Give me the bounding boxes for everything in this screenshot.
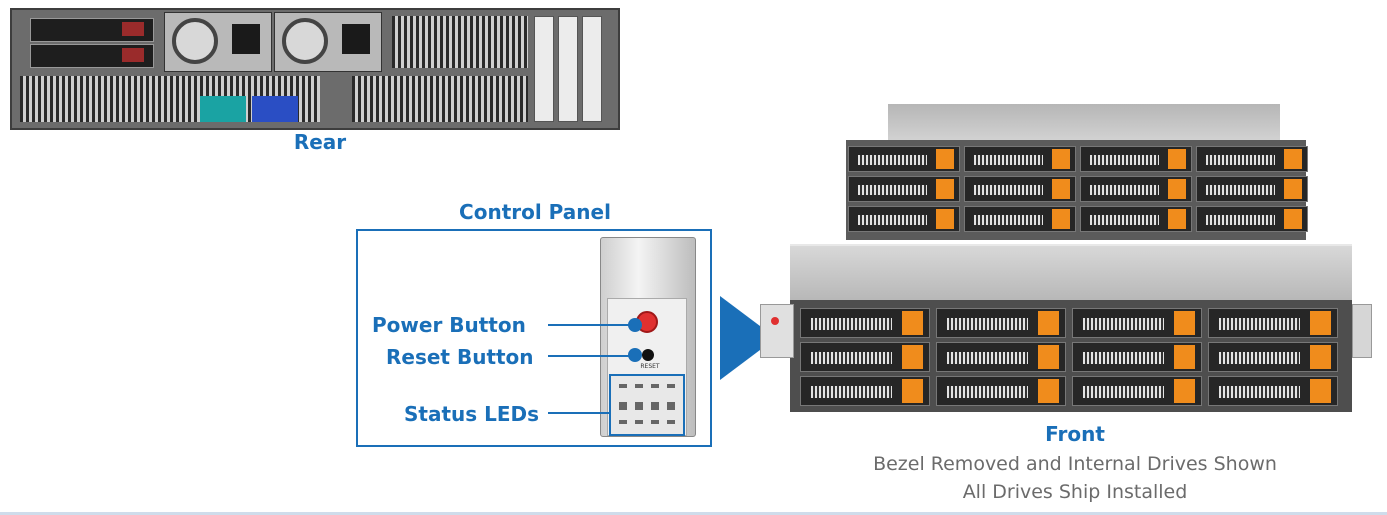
front-drive-bay xyxy=(800,342,930,372)
power-leader-dot xyxy=(628,318,642,332)
vga-port xyxy=(252,96,298,122)
bottom-rule xyxy=(0,512,1387,515)
control-panel-title: Control Panel xyxy=(459,200,611,224)
internal-drive-bay xyxy=(964,176,1076,202)
control-panel-callout-box xyxy=(356,229,712,447)
fan-icon xyxy=(172,18,218,64)
internal-drive-bay xyxy=(964,206,1076,232)
internal-drive-bay xyxy=(1080,176,1192,202)
front-drive-bay xyxy=(1072,376,1202,406)
front-drive-bay xyxy=(1072,342,1202,372)
rear-drive-handle xyxy=(122,22,144,36)
fan-icon xyxy=(282,18,328,64)
front-drive-bay xyxy=(936,376,1066,406)
front-drive-bay xyxy=(1072,308,1202,338)
power-button-callout: Power Button xyxy=(372,313,526,337)
internal-drive-bay xyxy=(1080,206,1192,232)
rear-chassis-image xyxy=(10,8,620,130)
power-plug xyxy=(232,24,260,54)
front-drive-bay xyxy=(1208,308,1338,338)
front-left-ear xyxy=(760,304,794,358)
internal-tray-top xyxy=(888,104,1280,146)
front-drive-bay xyxy=(800,308,930,338)
reset-text: RESET xyxy=(640,363,660,370)
internal-drive-bay xyxy=(848,206,960,232)
status-leds-callout: Status LEDs xyxy=(404,402,540,426)
front-caption-line2: All Drives Ship Installed xyxy=(962,481,1188,503)
front-label: Front xyxy=(1045,422,1105,446)
front-drive-bay xyxy=(936,342,1066,372)
front-right-ear xyxy=(1352,304,1372,358)
internal-drive-bay xyxy=(1196,146,1308,172)
reset-leader-dot xyxy=(628,348,642,362)
rear-label: Rear xyxy=(293,130,347,154)
internal-drive-bay xyxy=(1080,146,1192,172)
front-drive-bay xyxy=(1208,342,1338,372)
rear-vent xyxy=(392,16,528,68)
internal-drive-bay xyxy=(1196,176,1308,202)
serial-port xyxy=(200,96,246,122)
reset-icon xyxy=(642,349,654,361)
expansion-slot xyxy=(582,16,602,122)
front-drive-bay xyxy=(936,308,1066,338)
internal-drive-bay xyxy=(848,176,960,202)
status-leader-line xyxy=(548,412,610,414)
internal-drive-bay xyxy=(848,146,960,172)
internal-drive-bay xyxy=(964,146,1076,172)
rear-drive-handle xyxy=(122,48,144,62)
expansion-slot xyxy=(558,16,578,122)
rear-vent xyxy=(352,76,528,122)
front-drive-bay xyxy=(1208,376,1338,406)
status-led-icons xyxy=(609,374,685,436)
internal-drive-bay xyxy=(1196,206,1308,232)
expansion-slot xyxy=(534,16,554,122)
reset-button-callout: Reset Button xyxy=(386,345,534,369)
front-caption-line1: Bezel Removed and Internal Drives Shown xyxy=(873,453,1277,475)
reset-leader-line xyxy=(548,355,632,357)
power-plug xyxy=(342,24,370,54)
power-leader-line xyxy=(548,324,632,326)
front-chassis-top xyxy=(790,244,1352,306)
front-drive-bay xyxy=(800,376,930,406)
